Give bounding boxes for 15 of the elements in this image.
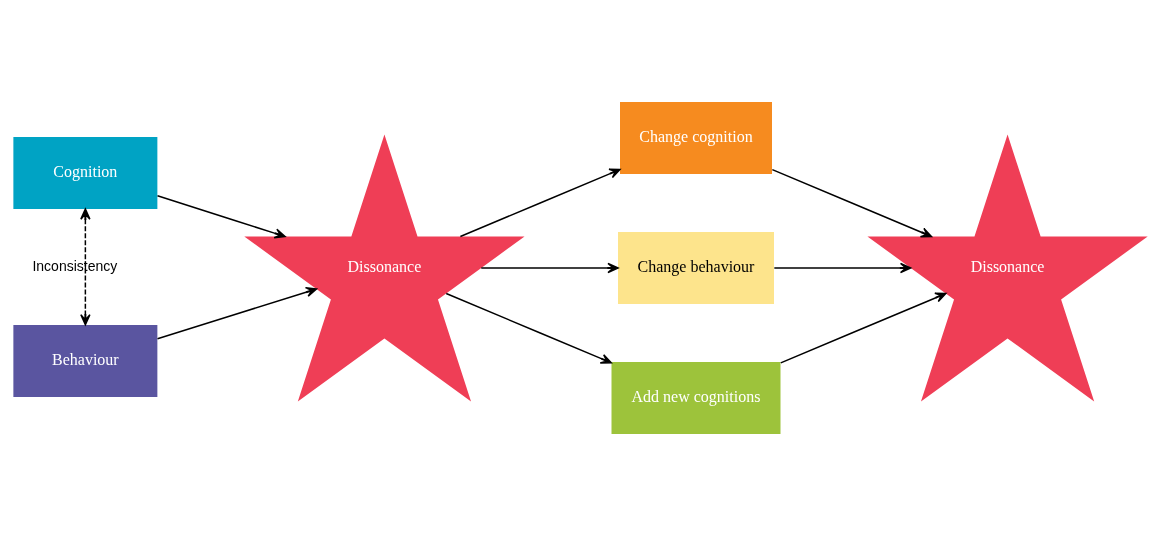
node-box: Change cognition <box>620 102 772 174</box>
arrow <box>156 195 286 239</box>
arrow <box>459 168 621 238</box>
arrow <box>156 286 318 340</box>
arrow <box>773 262 912 274</box>
edge-label: Inconsistency <box>32 257 118 274</box>
node-box: Behaviour <box>13 325 158 397</box>
node-box: Cognition <box>13 137 158 209</box>
arrow <box>771 168 933 238</box>
node-box: Add new cognitions <box>611 362 781 434</box>
arrow <box>480 262 619 274</box>
node-box: Change behaviour <box>618 232 774 304</box>
arrow <box>445 292 612 364</box>
arrow <box>80 208 91 326</box>
arrow <box>780 292 947 364</box>
